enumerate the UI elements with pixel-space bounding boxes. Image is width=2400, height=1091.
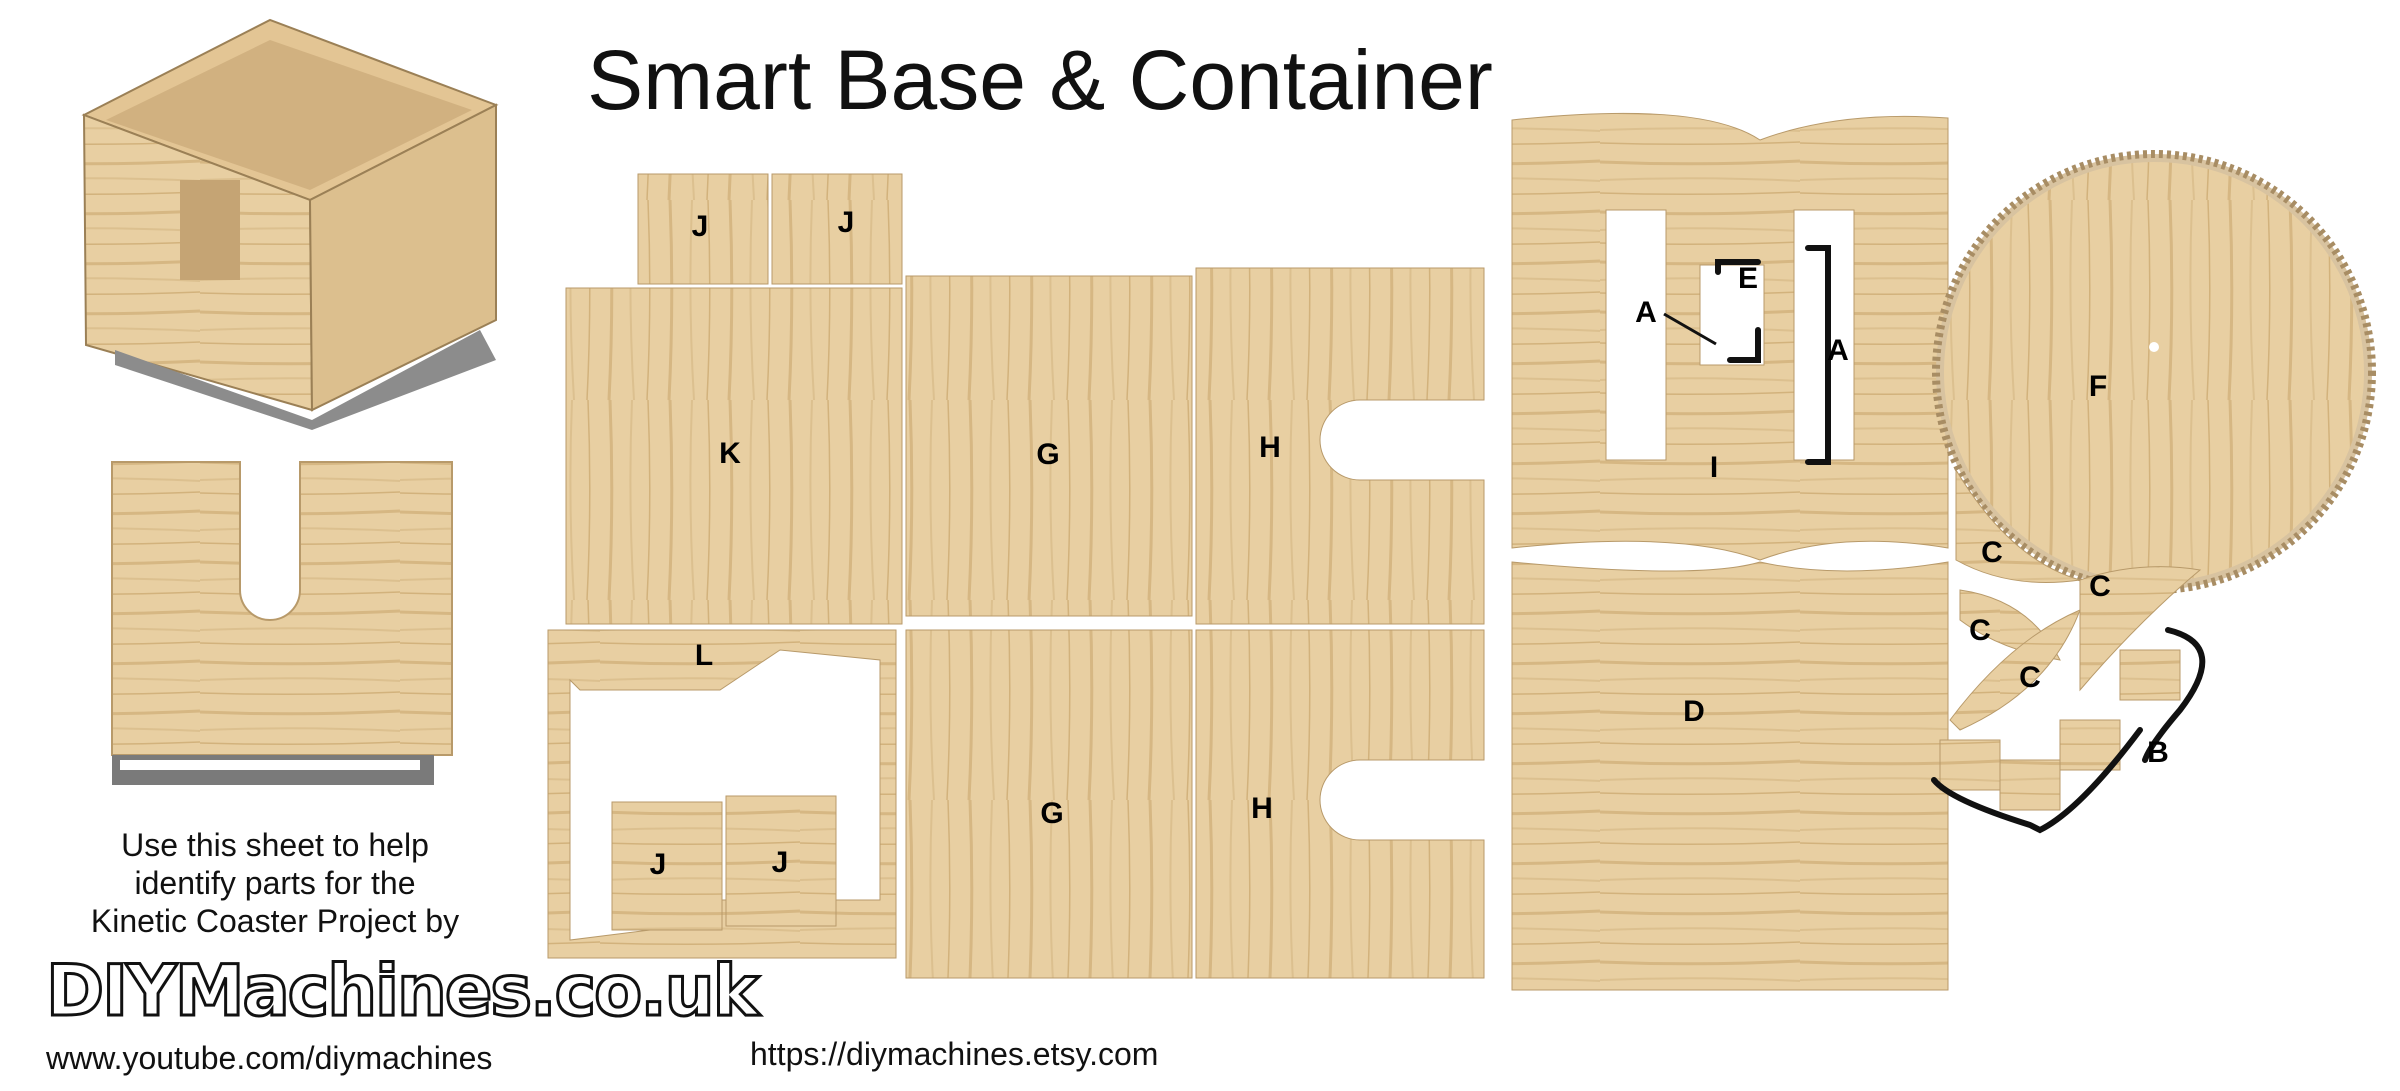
part-h-top xyxy=(1195,267,1485,625)
description-line-3: Kinetic Coaster Project by xyxy=(90,903,460,939)
part-a-bracket xyxy=(1663,245,1831,465)
description-line-2: identify parts for the xyxy=(134,865,416,901)
label-g-1: G xyxy=(1036,438,1059,471)
label-j-4: J xyxy=(772,846,789,879)
label-d: D xyxy=(1683,695,1705,728)
part-j-top-left xyxy=(637,173,769,285)
label-a-2: A xyxy=(1827,334,1849,367)
part-k xyxy=(565,287,903,625)
part-f-gear xyxy=(1932,150,2376,594)
label-f: F xyxy=(2089,370,2107,403)
part-l xyxy=(547,629,897,959)
page-title: Smart Base & Container xyxy=(587,33,1493,127)
label-j-3: J xyxy=(650,848,667,881)
label-a-1: A xyxy=(1635,296,1657,329)
label-i: I xyxy=(1710,451,1718,484)
label-c-1: C xyxy=(1981,536,2003,569)
etsy-link[interactable]: https://diymachines.etsy.com xyxy=(750,1036,1159,1072)
label-g-2: G xyxy=(1040,797,1063,830)
label-k: K xyxy=(719,437,741,470)
brand-logo-text: DIYMachines.co.uk xyxy=(44,949,760,1034)
part-g-top xyxy=(905,275,1193,617)
part-c-pieces xyxy=(1949,468,2202,731)
box-front-view xyxy=(111,461,453,785)
description: Use this sheet to help identify parts fo… xyxy=(40,826,510,940)
label-e: E xyxy=(1738,262,1758,295)
label-b: B xyxy=(2147,736,2169,769)
label-h-2: H xyxy=(1251,792,1273,825)
label-c-2: C xyxy=(2089,570,2111,603)
label-j-1: J xyxy=(692,210,709,243)
part-b-pieces xyxy=(1931,627,2206,834)
youtube-link[interactable]: www.youtube.com/diymachines xyxy=(46,1040,493,1076)
part-g-bottom xyxy=(905,629,1193,979)
box-render xyxy=(81,18,499,430)
label-h-1: H xyxy=(1259,431,1281,464)
label-l: L xyxy=(695,639,713,672)
part-j-bottom-right xyxy=(725,795,837,927)
part-d xyxy=(1511,561,1949,991)
part-i xyxy=(1511,112,1949,561)
part-j-top-right xyxy=(771,173,903,285)
label-c-3: C xyxy=(1969,614,1991,647)
label-c-4: C xyxy=(2019,661,2041,694)
description-line-1: Use this sheet to help xyxy=(121,827,429,863)
part-j-bottom-left xyxy=(611,801,723,931)
part-e-bracket xyxy=(1715,259,1761,363)
part-h-bottom xyxy=(1195,629,1485,979)
label-j-2: J xyxy=(838,206,855,239)
